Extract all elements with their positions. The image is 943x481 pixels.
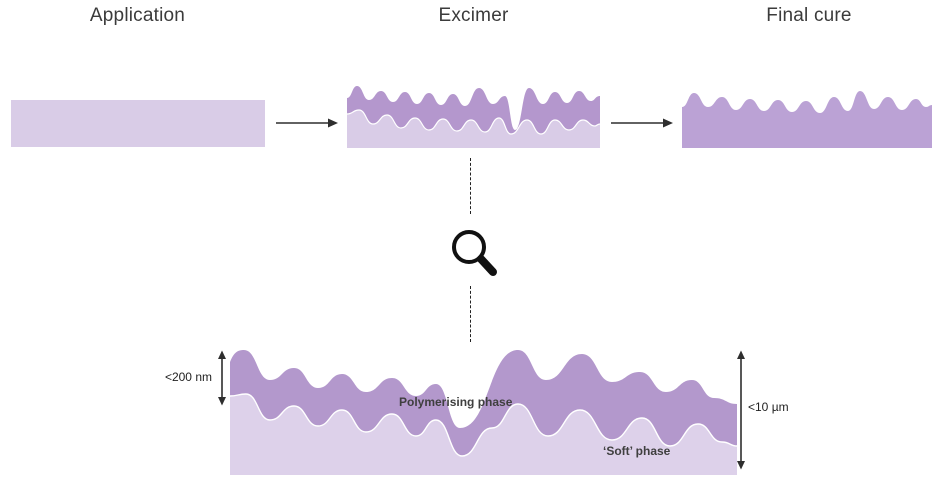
zoom-connector-line-top — [470, 158, 471, 214]
application-coating-shape — [11, 100, 265, 147]
stage-title-excimer: Excimer — [438, 5, 509, 26]
total-thickness-label: <10 µm — [748, 400, 789, 414]
polymerising-phase-label: Polymerising phase — [399, 395, 513, 409]
uncured-layer — [11, 100, 265, 147]
soft-phase-layer — [230, 394, 737, 475]
soft-layer-highlight — [347, 109, 600, 135]
soft-phase-label: ‘Soft’ phase — [603, 444, 671, 458]
arrow-right-icon — [611, 118, 673, 128]
zoom-connector-line-bottom — [470, 286, 471, 342]
excimer-coating-shape — [347, 86, 600, 148]
soft-layer — [347, 110, 600, 148]
stage-title-final-cure: Final cure — [766, 5, 852, 26]
magnifying-glass-icon — [452, 230, 497, 276]
final-cure-coating-shape — [682, 91, 932, 148]
cured-layer — [682, 91, 932, 148]
double-headed-arrow-icon — [218, 350, 226, 406]
excimer-detail-shape — [230, 350, 737, 475]
top-layer-thickness-label: <200 nm — [164, 370, 212, 384]
soft-phase-highlight — [230, 393, 737, 457]
arrow-right-icon — [276, 118, 338, 128]
double-headed-arrow-icon — [737, 350, 745, 470]
stage-title-application: Application — [89, 5, 186, 26]
